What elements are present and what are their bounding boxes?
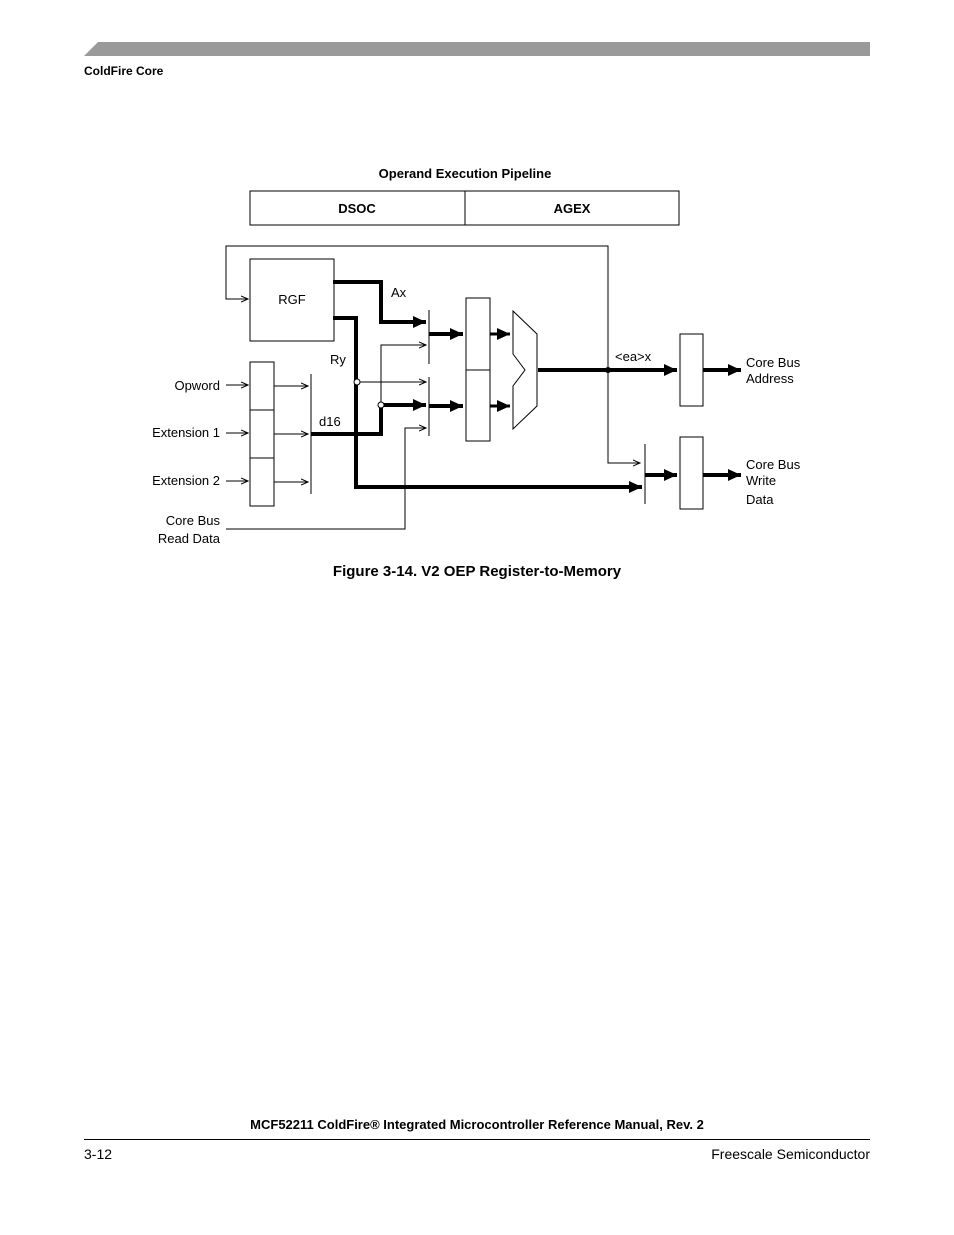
read-data-label-line1: Core Bus	[166, 513, 221, 528]
write-data-label-line1: Core Bus	[746, 457, 801, 472]
ea-to-write-wire	[607, 370, 640, 463]
stage-agex-label: AGEX	[554, 201, 591, 216]
opword-label: Opword	[174, 378, 220, 393]
page-number: 3-12	[84, 1146, 113, 1162]
ea-junction	[605, 367, 611, 373]
d16-bus	[311, 399, 426, 436]
ax-bus	[333, 280, 426, 328]
stage-dsoc-label: DSOC	[338, 201, 376, 216]
stage-box-agex	[464, 190, 680, 226]
write-data-label-line2: Write	[746, 473, 776, 488]
extension1-register	[249, 409, 275, 459]
extension1-label: Extension 1	[152, 425, 220, 440]
opword-register	[249, 361, 275, 411]
pipeline-title: Operand Execution Pipeline	[379, 166, 552, 181]
ry-bus	[333, 316, 642, 493]
header-bar	[84, 42, 870, 56]
footer-rule	[84, 1139, 870, 1140]
address-label-line2: Address	[746, 371, 794, 386]
d16-label: d16	[319, 414, 341, 429]
address-adder	[512, 309, 538, 431]
section-title: ColdFire Core	[84, 64, 164, 78]
ry-tap-node	[353, 378, 361, 386]
read-data-wire	[226, 428, 426, 530]
extension2-label: Extension 2	[152, 473, 220, 488]
register-file-label: RGF	[278, 292, 306, 307]
write-data-label-line3: Data	[746, 492, 774, 507]
publisher-name: Freescale Semiconductor	[711, 1146, 870, 1162]
address-register	[679, 333, 704, 407]
ry-label: Ry	[330, 352, 346, 367]
extension2-register	[249, 457, 275, 507]
feedback-wire	[225, 245, 609, 370]
agex-index-register	[465, 369, 491, 442]
ea-label: <ea>x	[615, 349, 652, 364]
footer-title: MCF52211 ColdFire® Integrated Microcontr…	[250, 1117, 704, 1132]
d16-tap-wire	[380, 345, 426, 405]
register-file-box	[249, 258, 335, 342]
d16-tap-node	[377, 401, 385, 409]
pipeline-diagram: Operand Execution Pipeline DSOC AGEX RGF…	[152, 166, 801, 546]
address-label-line1: Core Bus	[746, 355, 801, 370]
figure-caption: Figure 3-14. V2 OEP Register-to-Memory	[332, 563, 622, 580]
read-data-label-line2: Read Data	[158, 531, 221, 546]
agex-base-register	[465, 297, 491, 371]
ax-label: Ax	[391, 285, 407, 300]
write-data-register	[679, 436, 704, 510]
